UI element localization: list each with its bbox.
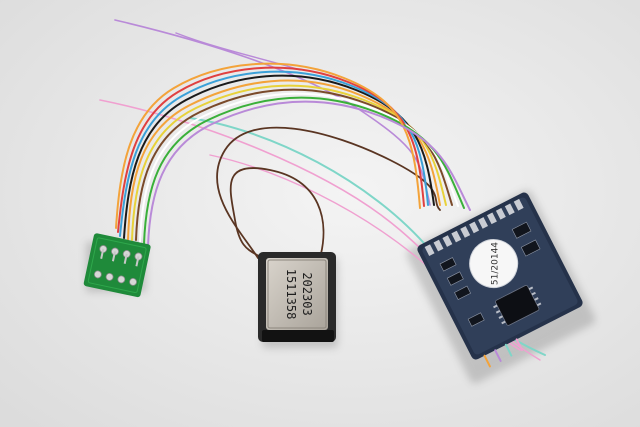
- decoder-label: 51/20144: [491, 242, 501, 285]
- pcb-adapter: [83, 233, 151, 298]
- speaker-label-line2: 1511358: [284, 269, 298, 320]
- speaker: 202303 1511358: [258, 252, 336, 342]
- decoder-module: 51/20144: [417, 192, 583, 368]
- wire-bundle: [115, 62, 471, 247]
- speaker-label-line1: 202303: [300, 272, 314, 315]
